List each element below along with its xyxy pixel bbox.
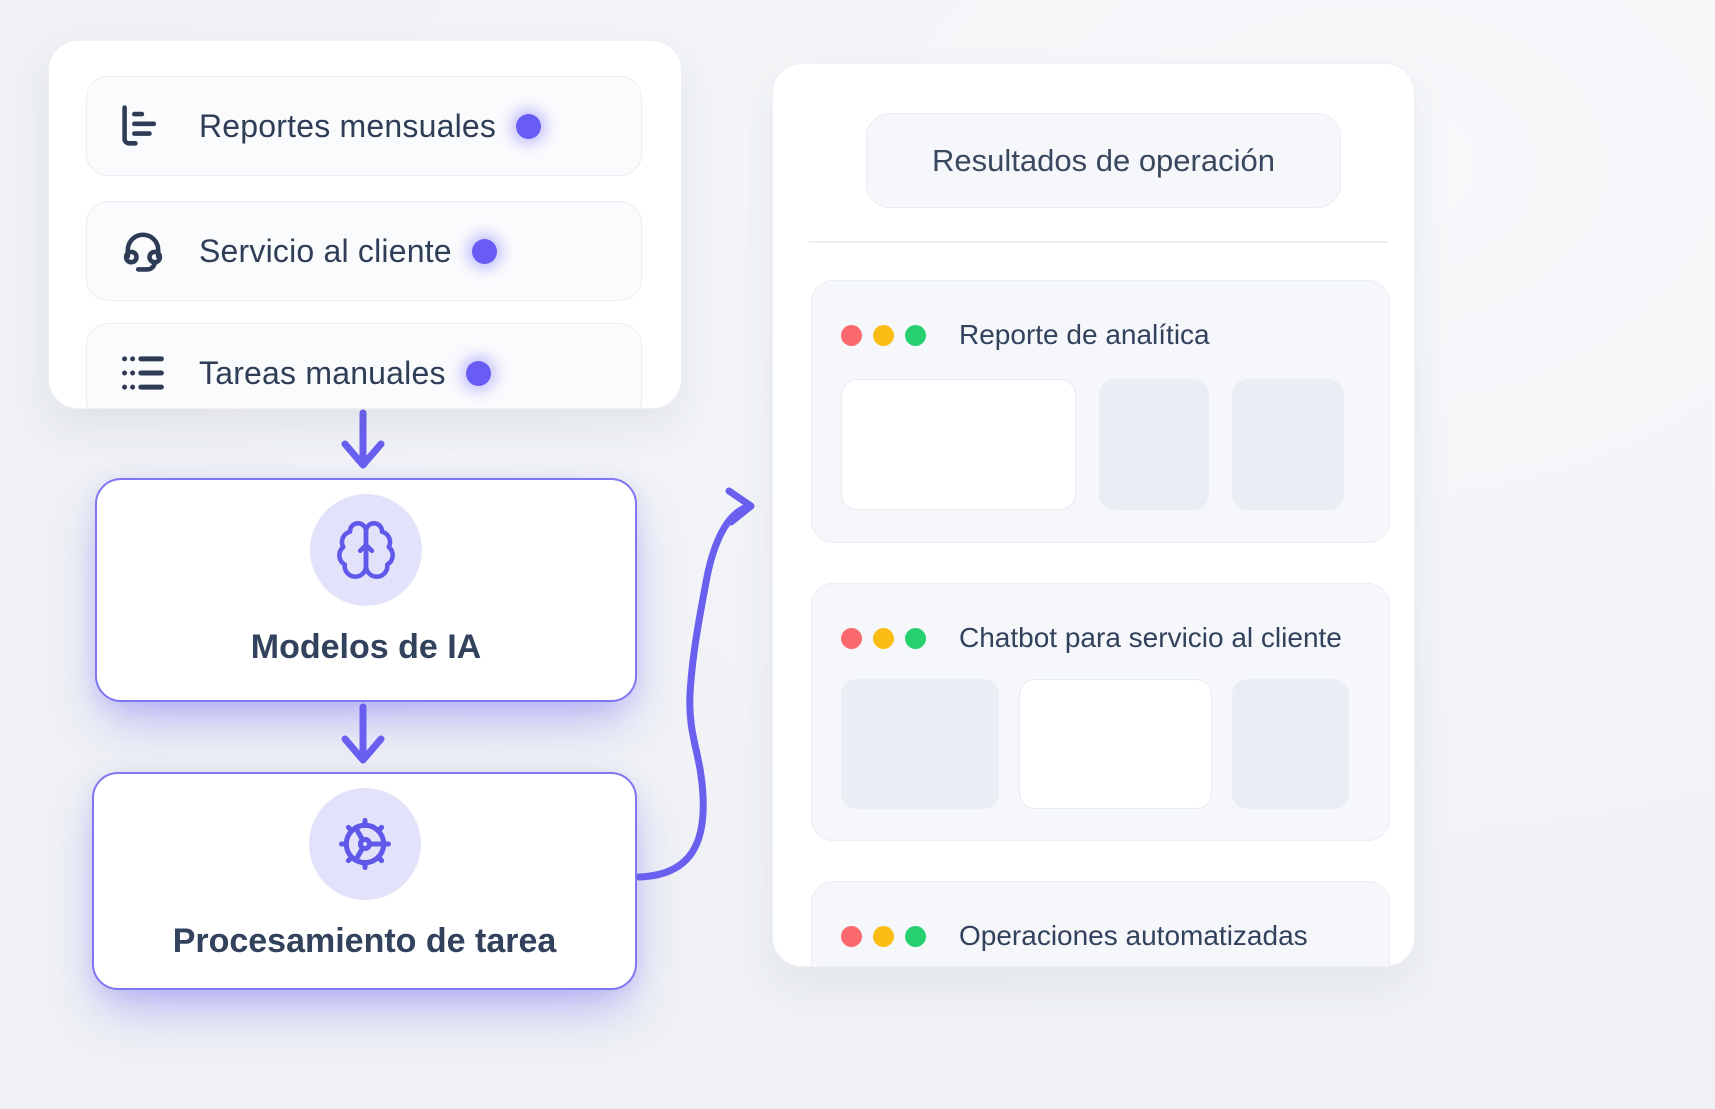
brain-icon bbox=[337, 521, 395, 579]
placeholder-block bbox=[1019, 679, 1212, 809]
result-card-title: Reporte de analítica bbox=[959, 319, 1210, 350]
source-item-label: Reportes mensuales bbox=[199, 107, 497, 144]
window-dot-amber bbox=[873, 925, 894, 947]
result-card-analytics: Reporte de analítica bbox=[811, 280, 1390, 543]
window-dot-red bbox=[841, 627, 862, 649]
source-item-label: Servicio al cliente bbox=[199, 232, 452, 269]
results-title-pill: Resultados de operación bbox=[866, 113, 1341, 208]
source-item-monthly-reports: Reportes mensuales bbox=[86, 76, 642, 176]
status-dot bbox=[471, 238, 497, 264]
window-dot-amber bbox=[873, 324, 894, 346]
placeholder-block bbox=[841, 679, 999, 809]
headset-icon bbox=[117, 225, 169, 277]
window-dot-amber bbox=[873, 627, 894, 649]
list-icon bbox=[117, 347, 169, 399]
window-title-bar: Reporte de analítica bbox=[841, 319, 1210, 350]
flow-arrow-down-2 bbox=[341, 703, 385, 764]
flow-arrow-down-1 bbox=[341, 409, 385, 469]
status-dot bbox=[516, 113, 542, 139]
node-title: Modelos de IA bbox=[250, 628, 482, 666]
window-dot-red bbox=[841, 324, 862, 346]
window-dot-green bbox=[905, 324, 926, 346]
placeholder-block bbox=[841, 379, 1076, 510]
node-ai-models: Modelos de IA bbox=[95, 478, 637, 702]
gear-icon bbox=[338, 818, 391, 870]
divider bbox=[809, 241, 1388, 243]
status-dot bbox=[465, 360, 491, 386]
result-card-title: Chatbot para servicio al cliente bbox=[959, 622, 1342, 653]
window-title-bar: Operaciones automatizadas bbox=[841, 920, 1308, 951]
window-dot-green bbox=[905, 925, 926, 947]
node-icon-circle bbox=[310, 494, 422, 606]
result-card-operations: Operaciones automatizadas bbox=[811, 881, 1390, 966]
result-card-chatbot: Chatbot para servicio al cliente bbox=[811, 583, 1390, 841]
results-title: Resultados de operación bbox=[932, 142, 1275, 178]
input-sources-card: Reportes mensuales Servicio al cliente bbox=[48, 40, 682, 409]
results-panel: Resultados de operación Reporte de analí… bbox=[772, 63, 1415, 967]
bar-chart-icon bbox=[117, 100, 169, 152]
source-item-customer-service: Servicio al cliente bbox=[86, 201, 642, 301]
placeholder-block bbox=[1232, 679, 1349, 809]
placeholder-block bbox=[1099, 379, 1209, 510]
node-title: Procesamiento de tarea bbox=[172, 922, 557, 960]
source-item-label: Tareas manuales bbox=[199, 354, 446, 391]
node-task-processing: Procesamiento de tarea bbox=[92, 772, 637, 990]
node-icon-circle bbox=[308, 788, 421, 900]
flow-arrow-curve bbox=[635, 487, 755, 881]
placeholder-block bbox=[1232, 379, 1344, 510]
window-dot-red bbox=[841, 925, 862, 947]
result-card-title: Operaciones automatizadas bbox=[959, 920, 1308, 951]
window-title-bar: Chatbot para servicio al cliente bbox=[841, 622, 1342, 653]
window-dot-green bbox=[905, 627, 926, 649]
source-item-manual-tasks: Tareas manuales bbox=[86, 323, 642, 408]
